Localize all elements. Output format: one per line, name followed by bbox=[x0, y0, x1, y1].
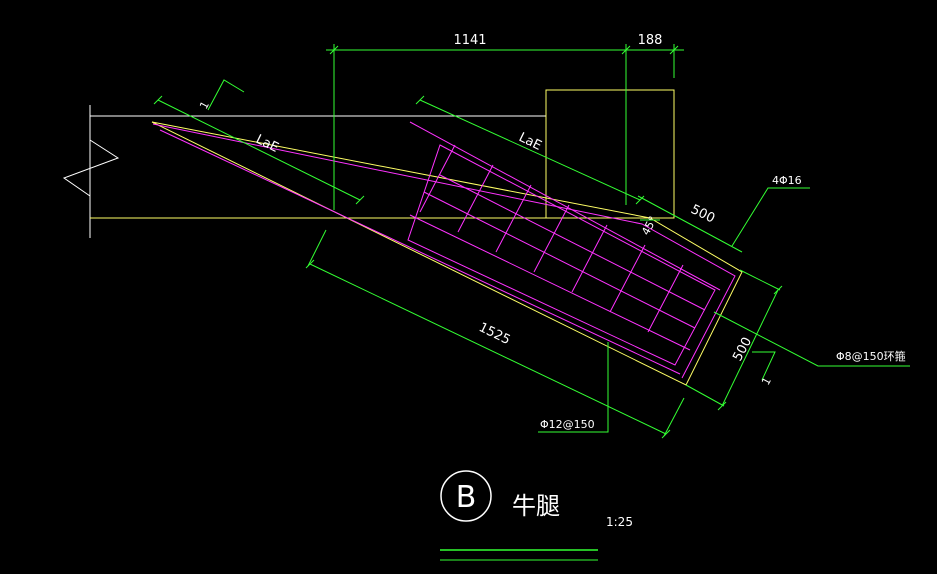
stirrup-line-1 bbox=[419, 144, 456, 213]
anchor-left-label: LaE bbox=[253, 132, 281, 156]
stirrups-label: Φ8@150环箍 bbox=[836, 349, 906, 363]
break-line-symbol bbox=[62, 139, 120, 197]
dim-bottom-ext-right bbox=[663, 397, 685, 437]
stirrup-line-3 bbox=[495, 184, 532, 253]
dim-end-height-label: 500 bbox=[730, 335, 755, 364]
rebar-cage bbox=[152, 121, 736, 379]
dim-end-ext-bottom bbox=[685, 384, 725, 407]
section-mark-top bbox=[207, 79, 245, 111]
stirrup-line-2 bbox=[457, 164, 494, 233]
leader-stirrups bbox=[713, 311, 910, 367]
stirrup-row-1 bbox=[439, 174, 706, 311]
drawing-scale: 1:25 bbox=[606, 515, 633, 529]
corbel-outline bbox=[151, 121, 743, 386]
title-block: B 牛腿 1:25 bbox=[440, 470, 633, 561]
tick bbox=[153, 95, 163, 105]
dim-lae-left bbox=[157, 99, 361, 201]
tick bbox=[773, 285, 783, 295]
dim-diag-top-label: 500 bbox=[688, 202, 717, 226]
section-mark-bottom-label: 1 bbox=[759, 375, 774, 387]
dim-lae-right bbox=[419, 99, 641, 201]
top-rebar bbox=[152, 123, 736, 379]
dim-bottom-ext-left bbox=[307, 229, 327, 267]
drawing-title: 牛腿 bbox=[512, 492, 560, 520]
bottom-bars-label: Φ12@150 bbox=[540, 418, 595, 431]
title-badge-letter: B bbox=[456, 480, 477, 515]
tick bbox=[669, 45, 679, 55]
top-bars-label: 4Φ16 bbox=[772, 174, 802, 187]
tick bbox=[355, 195, 365, 205]
bottom-rebar bbox=[159, 129, 681, 375]
tick bbox=[621, 45, 631, 55]
dim-diag-500 bbox=[637, 195, 743, 253]
dim-bottom-1525 bbox=[309, 263, 667, 435]
stirrup-line-6 bbox=[609, 244, 646, 313]
tick bbox=[661, 429, 671, 439]
tick bbox=[305, 259, 315, 269]
tick bbox=[415, 95, 425, 105]
section-mark-top-label: 1 bbox=[197, 99, 212, 111]
dim-end-500 bbox=[721, 289, 779, 407]
dimension-ticks bbox=[153, 45, 783, 439]
dim-top-width-label: 1141 bbox=[453, 33, 486, 48]
leader-top-bars bbox=[731, 187, 810, 247]
tick bbox=[329, 45, 339, 55]
dimension-lines bbox=[157, 44, 910, 437]
section-mark-bottom bbox=[752, 351, 776, 381]
tick bbox=[717, 401, 727, 411]
tick bbox=[635, 195, 645, 205]
dim-end-ext-top bbox=[739, 269, 781, 291]
leader-bottom-bars bbox=[538, 342, 609, 433]
dim-bottom-length-label: 1525 bbox=[476, 320, 512, 348]
stirrup-line-4 bbox=[533, 204, 570, 273]
concrete-outline bbox=[90, 89, 743, 386]
stirrup-line-5 bbox=[571, 224, 608, 293]
stirrup-outer bbox=[407, 144, 716, 366]
stirrups-spec: Φ8@150 bbox=[836, 350, 884, 363]
dim-top-right-label: 188 bbox=[638, 33, 663, 48]
anchor-right-label: LaE bbox=[516, 130, 544, 154]
anchor-rebar-right bbox=[409, 121, 721, 291]
column-block bbox=[545, 89, 675, 219]
wall-lines bbox=[62, 105, 546, 238]
title-badge-circle bbox=[440, 470, 492, 522]
stirrup-row-2 bbox=[409, 214, 691, 351]
stirrup-mid-line bbox=[423, 191, 696, 329]
stirrups-suffix: 环箍 bbox=[884, 349, 906, 363]
stirrup-line-7 bbox=[647, 264, 684, 333]
